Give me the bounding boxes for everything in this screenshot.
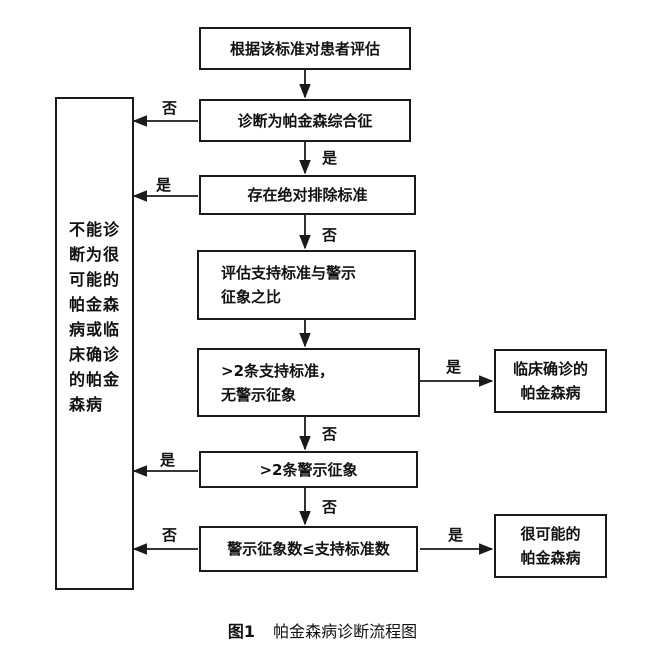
node-cannot-diagnose-line-5: 病或临: [68, 320, 120, 339]
node-assess-patient: 根据该标准对患者评估: [199, 27, 411, 70]
label-no-n2: 否: [162, 99, 178, 117]
node-cannot-diagnose-line-3: 可能的: [68, 270, 120, 289]
node-cannot-diagnose-line-8: 森病: [68, 395, 103, 414]
label-no-n3-n4: 否: [322, 226, 338, 244]
node-evaluate-ratio-line-1: 评估支持标准与警示: [221, 264, 357, 282]
label-yes-n5: 是: [446, 358, 462, 376]
node-support-criteria-check: >2条支持标准， 无警示征象: [197, 348, 420, 417]
label-no-n6-n7: 否: [322, 498, 338, 516]
node-support-criteria-check-line-2: 无警示征象: [221, 385, 297, 404]
node-cannot-diagnose-line-6: 床确诊: [68, 345, 120, 364]
label-no-n7: 否: [162, 526, 178, 544]
node-probable-pd: 很可能的 帕金森病: [494, 514, 607, 578]
node-assess-patient-line-1: 根据该标准对患者评估: [229, 39, 380, 58]
node-evaluate-ratio: 评估支持标准与警示 征象之比: [197, 250, 416, 320]
node-absolute-exclusion: 存在绝对排除标准: [199, 175, 416, 215]
label-yes-n3: 是: [156, 176, 172, 194]
node-absolute-exclusion-line-1: 存在绝对排除标准: [247, 186, 368, 204]
node-cannot-diagnose-line-2: 断为很: [68, 245, 120, 264]
node-cannot-diagnose-text: 不能诊 断为很 可能的 帕金森 病或临 床确诊 的帕金 森病: [69, 217, 120, 417]
node-cannot-diagnose: 不能诊 断为很 可能的 帕金森 病或临 床确诊 的帕金 森病: [55, 97, 134, 590]
node-cannot-diagnose-line-7: 的帕金: [68, 370, 120, 389]
label-yes-n7: 是: [448, 526, 464, 544]
node-probable-pd-line-2: 帕金森病: [520, 549, 581, 567]
node-red-flags-check-line-1: >2条警示征象: [259, 460, 358, 479]
node-clinically-established-pd: 临床确诊的 帕金森病: [494, 349, 607, 413]
node-support-criteria-check-line-1: >2条支持标准，: [221, 361, 335, 380]
node-cannot-diagnose-line-4: 帕金森: [68, 295, 120, 314]
node-red-flags-vs-support-line-1: 警示征象数≤支持标准数: [227, 540, 390, 558]
node-clinically-established-pd-line-2: 帕金森病: [520, 384, 581, 402]
label-yes-n6: 是: [160, 451, 176, 469]
label-no-n5-n6: 否: [322, 425, 338, 443]
figure-number: 图1: [227, 622, 256, 641]
node-evaluate-ratio-line-2: 征象之比: [221, 288, 282, 306]
node-diagnose-parkinsonism-line-1: 诊断为帕金森综合征: [237, 111, 373, 130]
node-diagnose-parkinsonism: 诊断为帕金森综合征: [199, 99, 411, 142]
node-cannot-diagnose-line-1: 不能诊: [68, 220, 120, 239]
node-clinically-established-pd-line-1: 临床确诊的: [512, 360, 588, 378]
figure-title: 帕金森病诊断流程图: [273, 622, 418, 641]
node-red-flags-check: >2条警示征象: [199, 451, 418, 488]
node-probable-pd-line-1: 很可能的: [520, 525, 581, 543]
label-yes-n2-n3: 是: [322, 149, 338, 167]
node-red-flags-vs-support: 警示征象数≤支持标准数: [199, 526, 418, 572]
figure-caption: 图1 帕金森病诊断流程图: [0, 618, 645, 642]
